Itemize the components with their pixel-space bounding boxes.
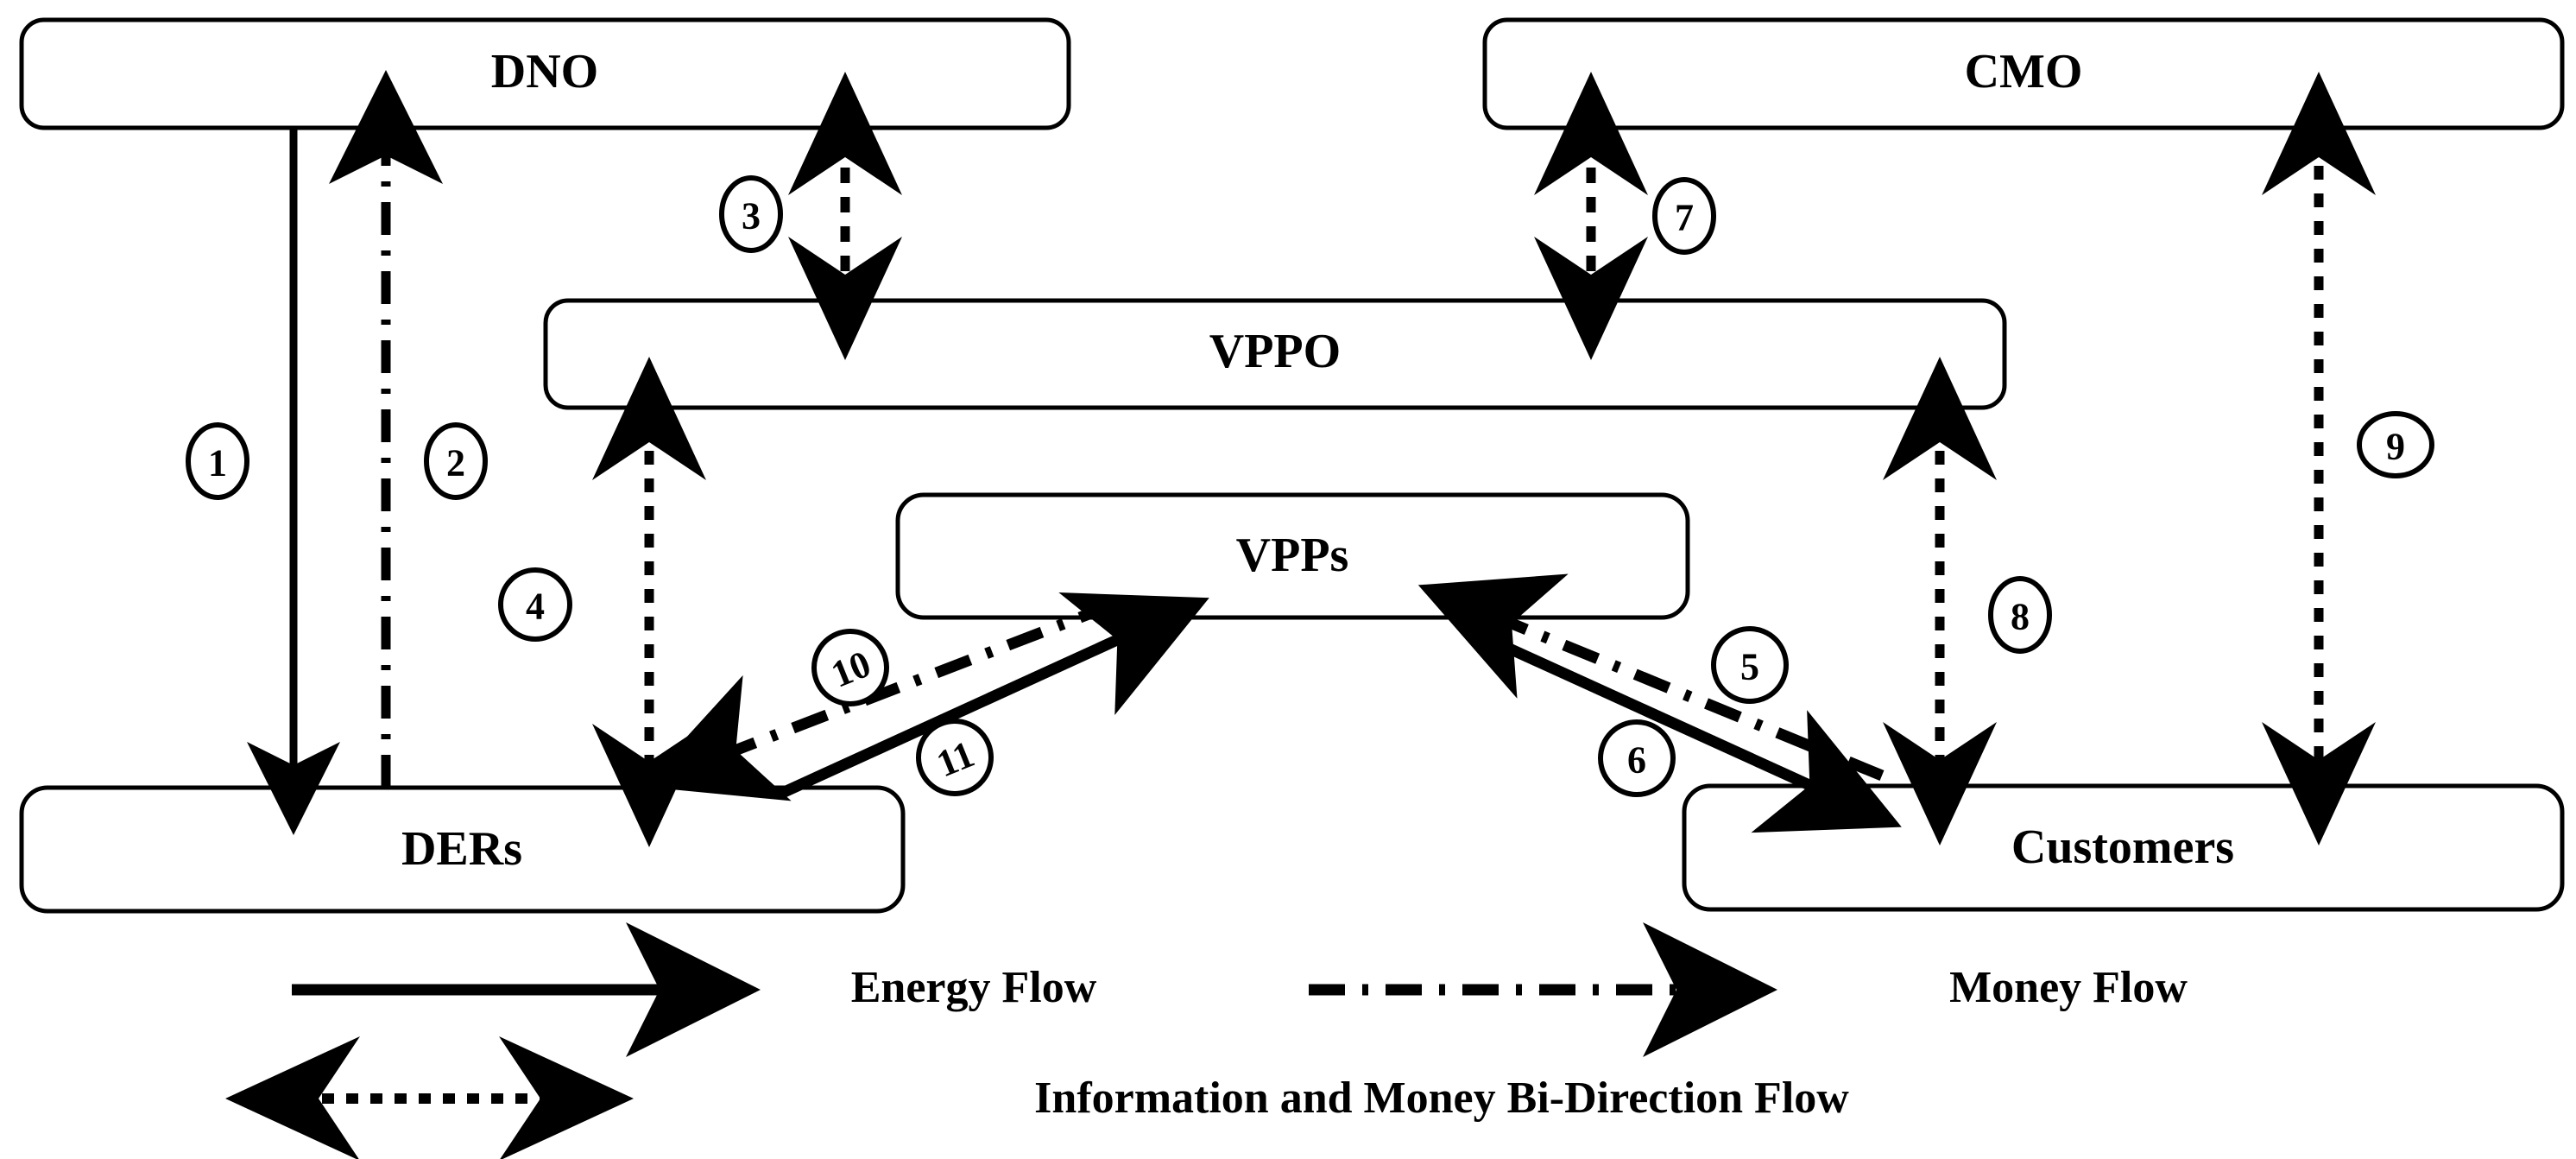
flow-marker-3[interactable]: 3 (719, 175, 783, 253)
node-vppo[interactable]: VPPO (543, 298, 2007, 410)
circle-outline-3 (719, 175, 783, 253)
flow-marker-9[interactable]: 9 (2357, 411, 2434, 478)
legend-info-flow: Information and Money Bi-Direction Flow (225, 1036, 1849, 1159)
legend-energy-label: Energy Flow (851, 963, 1097, 1012)
circle-outline-10 (811, 629, 889, 706)
circle-number-9: 9 (2386, 426, 2405, 468)
circle-number-2: 2 (446, 442, 465, 484)
legend-money-label: Money Flow (1949, 963, 2188, 1012)
circle-number-7: 7 (1675, 197, 1694, 239)
circle-number-8: 8 (2011, 596, 2030, 638)
node-label-cmo: CMO (1965, 45, 2083, 98)
node-label-ders: DERs (401, 822, 522, 876)
circle-outline-11 (916, 719, 994, 796)
circle-outline-1 (186, 422, 249, 500)
node-label-customers: Customers (2011, 820, 2234, 874)
arrow-5-money-customers-vpps (1417, 573, 1885, 782)
circle-number-5: 5 (1740, 646, 1759, 688)
flow-marker-8[interactable]: 8 (1988, 576, 2052, 654)
flow-marker-2[interactable]: 2 (424, 422, 488, 500)
circle-outline-9 (2357, 411, 2434, 478)
node-cmo[interactable]: CMO (1482, 17, 2565, 130)
circle-number-6: 6 (1627, 739, 1646, 782)
flow-marker-7[interactable]: 7 (1652, 177, 1716, 255)
flow-marker-4[interactable]: 4 (498, 567, 572, 642)
node-customers[interactable]: Customers (1682, 783, 2565, 912)
node-label-vppo: VPPO (1209, 325, 1341, 378)
arrow-11-energy-ders-vpps (776, 592, 1209, 800)
legend-money-flow: Money Flow (1309, 922, 2188, 1057)
legend-energy-flow: Energy Flow (292, 922, 1097, 1057)
node-vpps[interactable]: VPPs (895, 492, 1690, 620)
circle-outline-7 (1652, 177, 1716, 255)
circle-outline-5 (1711, 626, 1789, 704)
flow-marker-6[interactable]: 6 (1598, 719, 1676, 797)
node-dno[interactable]: DNO (19, 17, 1071, 130)
node-label-vpps: VPPs (1236, 529, 1349, 582)
flow-marker-1[interactable]: 1 (186, 422, 249, 500)
flow-marker-5[interactable]: 5 (1711, 626, 1789, 704)
flow-marker-10[interactable]: 10 (803, 620, 897, 714)
circle-outline-4 (498, 567, 572, 642)
flow-marker-11[interactable]: 11 (907, 710, 1001, 804)
circle-number-4: 4 (526, 586, 545, 628)
legend-info-label: Information and Money Bi-Direction Flow (1034, 1074, 1849, 1123)
circle-number-1: 1 (208, 442, 227, 484)
node-label-dno: DNO (491, 45, 598, 98)
circle-outline-6 (1598, 719, 1676, 797)
circle-outline-8 (1988, 576, 2052, 654)
circle-number-3: 3 (742, 195, 761, 238)
node-ders[interactable]: DERs (19, 785, 906, 914)
circle-outline-2 (424, 422, 488, 500)
